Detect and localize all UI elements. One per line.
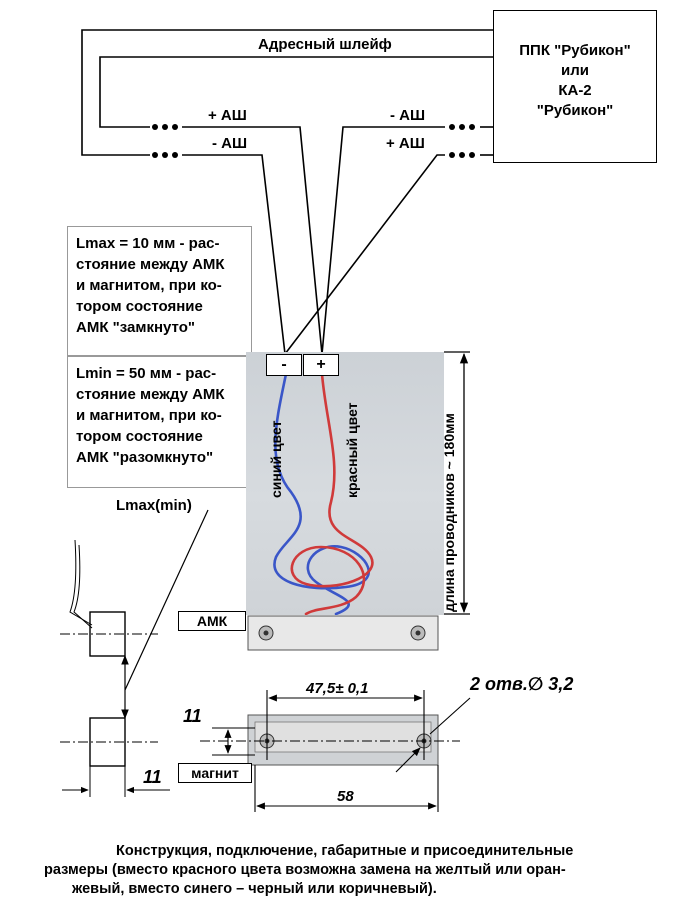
loop-label: Адресный шлейф xyxy=(258,36,392,53)
magnet-tag: магнит xyxy=(178,763,252,783)
caption-line: жевый, вместо синего – черный или коричн… xyxy=(72,881,437,897)
left-minus-lead xyxy=(182,154,286,355)
ppk-line: "Рубикон" xyxy=(536,102,614,119)
right-plus-lead xyxy=(284,154,445,355)
note-line: Lmin = 50 мм - рас- xyxy=(76,365,217,382)
note-lmin: Lmin = 50 мм - рас- стояние между АМК и … xyxy=(67,356,252,488)
caption-line: Конструкция, подключение, габаритные и п… xyxy=(116,843,574,859)
ppk-box: ППК "Рубикон" или КА-2 "Рубикон" xyxy=(493,10,657,163)
left-plus-lead xyxy=(182,126,323,355)
caption-line: размеры (вместо красного цвета возможна … xyxy=(44,862,566,878)
red-wire xyxy=(290,372,374,615)
terminal-plus: + xyxy=(303,354,339,376)
magnet-bar-photo xyxy=(247,714,439,766)
right-minus-lead xyxy=(321,126,445,355)
sensor-photo xyxy=(246,352,444,615)
amk-bar-photo xyxy=(247,615,439,651)
width-small-dim: 11 xyxy=(143,767,162,787)
caption: Конструкция, подключение, габаритные и п… xyxy=(30,842,670,899)
connection-dots xyxy=(152,124,475,158)
left-plus-label: + АШ xyxy=(208,107,247,124)
loop-wire-inner xyxy=(99,56,493,128)
ppk-line: ППК "Рубикон" xyxy=(519,42,631,59)
note-lmax: Lmax = 10 мм - рас- стояние между АМК и … xyxy=(67,226,252,356)
blue-wire xyxy=(273,372,370,615)
length-dim: 58 xyxy=(337,788,354,805)
height-dim: 11 xyxy=(183,706,202,726)
left-minus-label: - АШ xyxy=(212,135,248,152)
note-line: АМК "разомкнуто" xyxy=(76,449,214,466)
wire-length-label: длина проводников ~ 180мм xyxy=(441,413,457,612)
holes-dim: 2 отв.∅ 3,2 xyxy=(470,674,574,694)
amk-tag: АМК xyxy=(178,611,246,631)
ppk-line: или xyxy=(561,62,589,79)
terminal-minus: - xyxy=(266,354,302,376)
lmax-min-label: Lmax(min) xyxy=(116,497,192,514)
right-plus-label: + АШ xyxy=(386,135,425,152)
ppk-line: КА-2 xyxy=(558,82,592,99)
blue-wire-label: синий цвет xyxy=(268,420,284,498)
note-line: АМК "замкнуто" xyxy=(76,319,195,336)
right-minus-label: - АШ xyxy=(390,107,426,124)
note-line: и магнитом, при ко- xyxy=(76,277,222,294)
note-line: стояние между АМК xyxy=(76,386,225,403)
note-line: тором состояние xyxy=(76,428,203,445)
red-wire-label: красный цвет xyxy=(344,402,360,498)
note-line: стояние между АМК xyxy=(76,256,225,273)
wires-photo xyxy=(273,372,374,615)
hole-spacing-dim: 47,5± 0,1 xyxy=(306,680,369,697)
note-line: Lmax = 10 мм - рас- xyxy=(76,235,220,252)
note-line: тором состояние xyxy=(76,298,203,315)
loop-wire-outer xyxy=(81,29,493,156)
note-line: и магнитом, при ко- xyxy=(76,407,222,424)
